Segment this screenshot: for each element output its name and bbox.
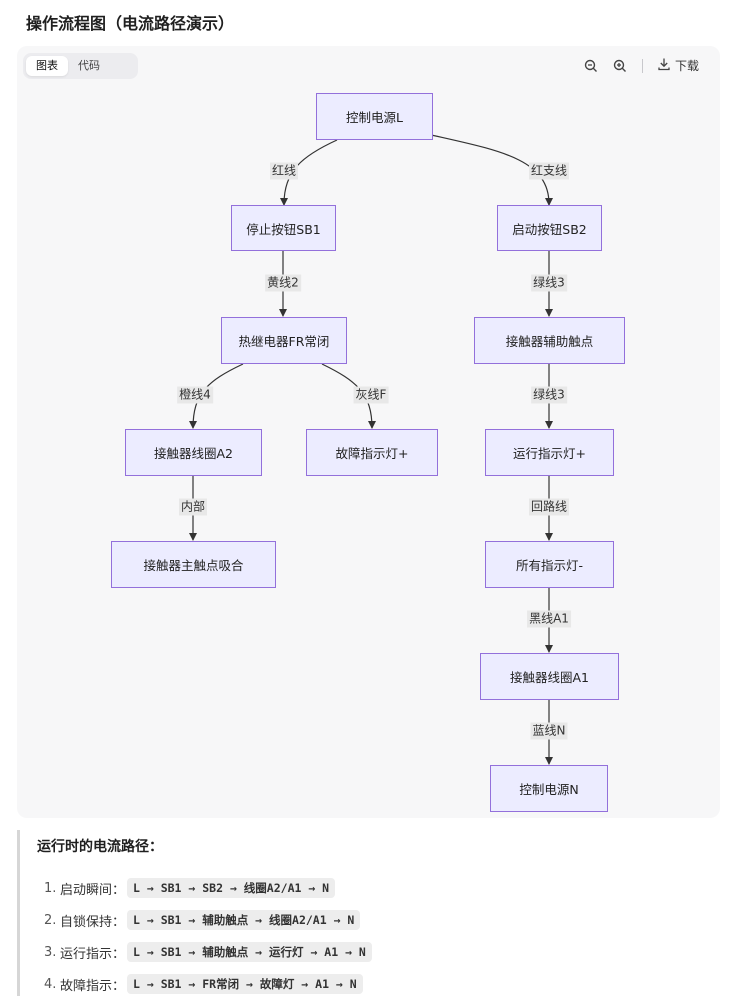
node-power-n: 控制电源N: [490, 765, 608, 812]
list-item: 3. 运行指示： L → SB1 → 辅助触点 → 运行灯 → A1 → N: [44, 936, 372, 968]
list-item: 2. 自锁保持： L → SB1 → 辅助触点 → 线圈A2/A1 → N: [44, 904, 372, 936]
edge-label-green-3b: 绿线3: [531, 386, 567, 404]
item-number: 1.: [44, 880, 57, 896]
item-number: 3.: [44, 944, 57, 960]
toolbar-divider: [642, 59, 643, 73]
edge-red-branch: [426, 133, 553, 206]
page-title: 操作流程图（电流路径演示）: [26, 14, 235, 33]
node-coil-a2: 接触器线圈A2: [125, 429, 262, 476]
list-item: 4. 故障指示： L → SB1 → FR常闭 → 故障灯 → A1 → N: [44, 968, 372, 1000]
diagram-panel: 图表 代码 下载: [17, 46, 720, 818]
download-button[interactable]: 下载: [657, 57, 699, 74]
path-code: L → SB1 → 辅助触点 → 线圈A2/A1 → N: [127, 910, 361, 930]
list-item: 1. 启动瞬间： L → SB1 → SB2 → 线圈A2/A1 → N: [44, 872, 372, 904]
node-power-l: 控制电源L: [316, 93, 433, 140]
item-label: 自锁保持：: [60, 914, 126, 930]
node-start-sb2: 启动按钮SB2: [497, 205, 602, 251]
current-path-notes: 运行时的电流路径： 1. 启动瞬间： L → SB1 → SB2 → 线圈A2/…: [17, 830, 720, 996]
edge-label-black-a1: 黑线A1: [527, 610, 571, 628]
node-thermal-fr: 热继电器FR常闭: [221, 317, 347, 364]
path-code: L → SB1 → 辅助触点 → 运行灯 → A1 → N: [127, 942, 372, 962]
path-code: L → SB1 → FR常闭 → 故障灯 → A1 → N: [127, 974, 363, 994]
notes-list: 1. 启动瞬间： L → SB1 → SB2 → 线圈A2/A1 → N 2. …: [44, 872, 372, 1000]
item-number: 2.: [44, 912, 57, 928]
node-aux-contact: 接触器辅助触点: [474, 317, 625, 364]
node-fault-light: 故障指示灯+: [306, 429, 438, 476]
edge-label-orange-4: 橙线4: [177, 386, 213, 404]
edge-label-green-3a: 绿线3: [531, 274, 567, 292]
edge-label-internal: 内部: [178, 498, 208, 516]
node-coil-a1: 接触器线圈A1: [480, 653, 619, 700]
edge-label-red-wire: 红线: [269, 162, 299, 180]
notes-title: 运行时的电流路径：: [37, 839, 163, 855]
zoom-out-icon[interactable]: [583, 58, 599, 74]
zoom-in-icon[interactable]: [612, 58, 628, 74]
node-main-contact: 接触器主触点吸合: [111, 541, 276, 588]
tab-chart[interactable]: 图表: [26, 56, 68, 76]
edge-label-yellow-2: 黄线2: [265, 274, 301, 292]
node-run-light: 运行指示灯+: [485, 429, 614, 476]
edge-label-gray-f: 灰线F: [353, 386, 389, 404]
path-code: L → SB1 → SB2 → 线圈A2/A1 → N: [127, 878, 336, 898]
item-number: 4.: [44, 976, 57, 992]
download-icon: [657, 57, 671, 74]
edge-label-blue-n: 蓝线N: [530, 722, 568, 740]
item-label: 运行指示：: [60, 946, 126, 962]
item-label: 故障指示：: [60, 978, 126, 994]
node-all-lights-neg: 所有指示灯-: [485, 541, 614, 588]
node-stop-sb1: 停止按钮SB1: [231, 205, 336, 251]
edge-label-red-branch: 红支线: [528, 162, 570, 180]
view-toggle: 图表 代码: [23, 53, 138, 79]
item-label: 启动瞬间：: [60, 882, 126, 898]
edge-label-return-line: 回路线: [528, 498, 570, 516]
diagram-toolbar: 图表 代码 下载: [17, 46, 720, 86]
tab-code[interactable]: 代码: [78, 59, 100, 72]
download-label: 下载: [675, 59, 700, 73]
